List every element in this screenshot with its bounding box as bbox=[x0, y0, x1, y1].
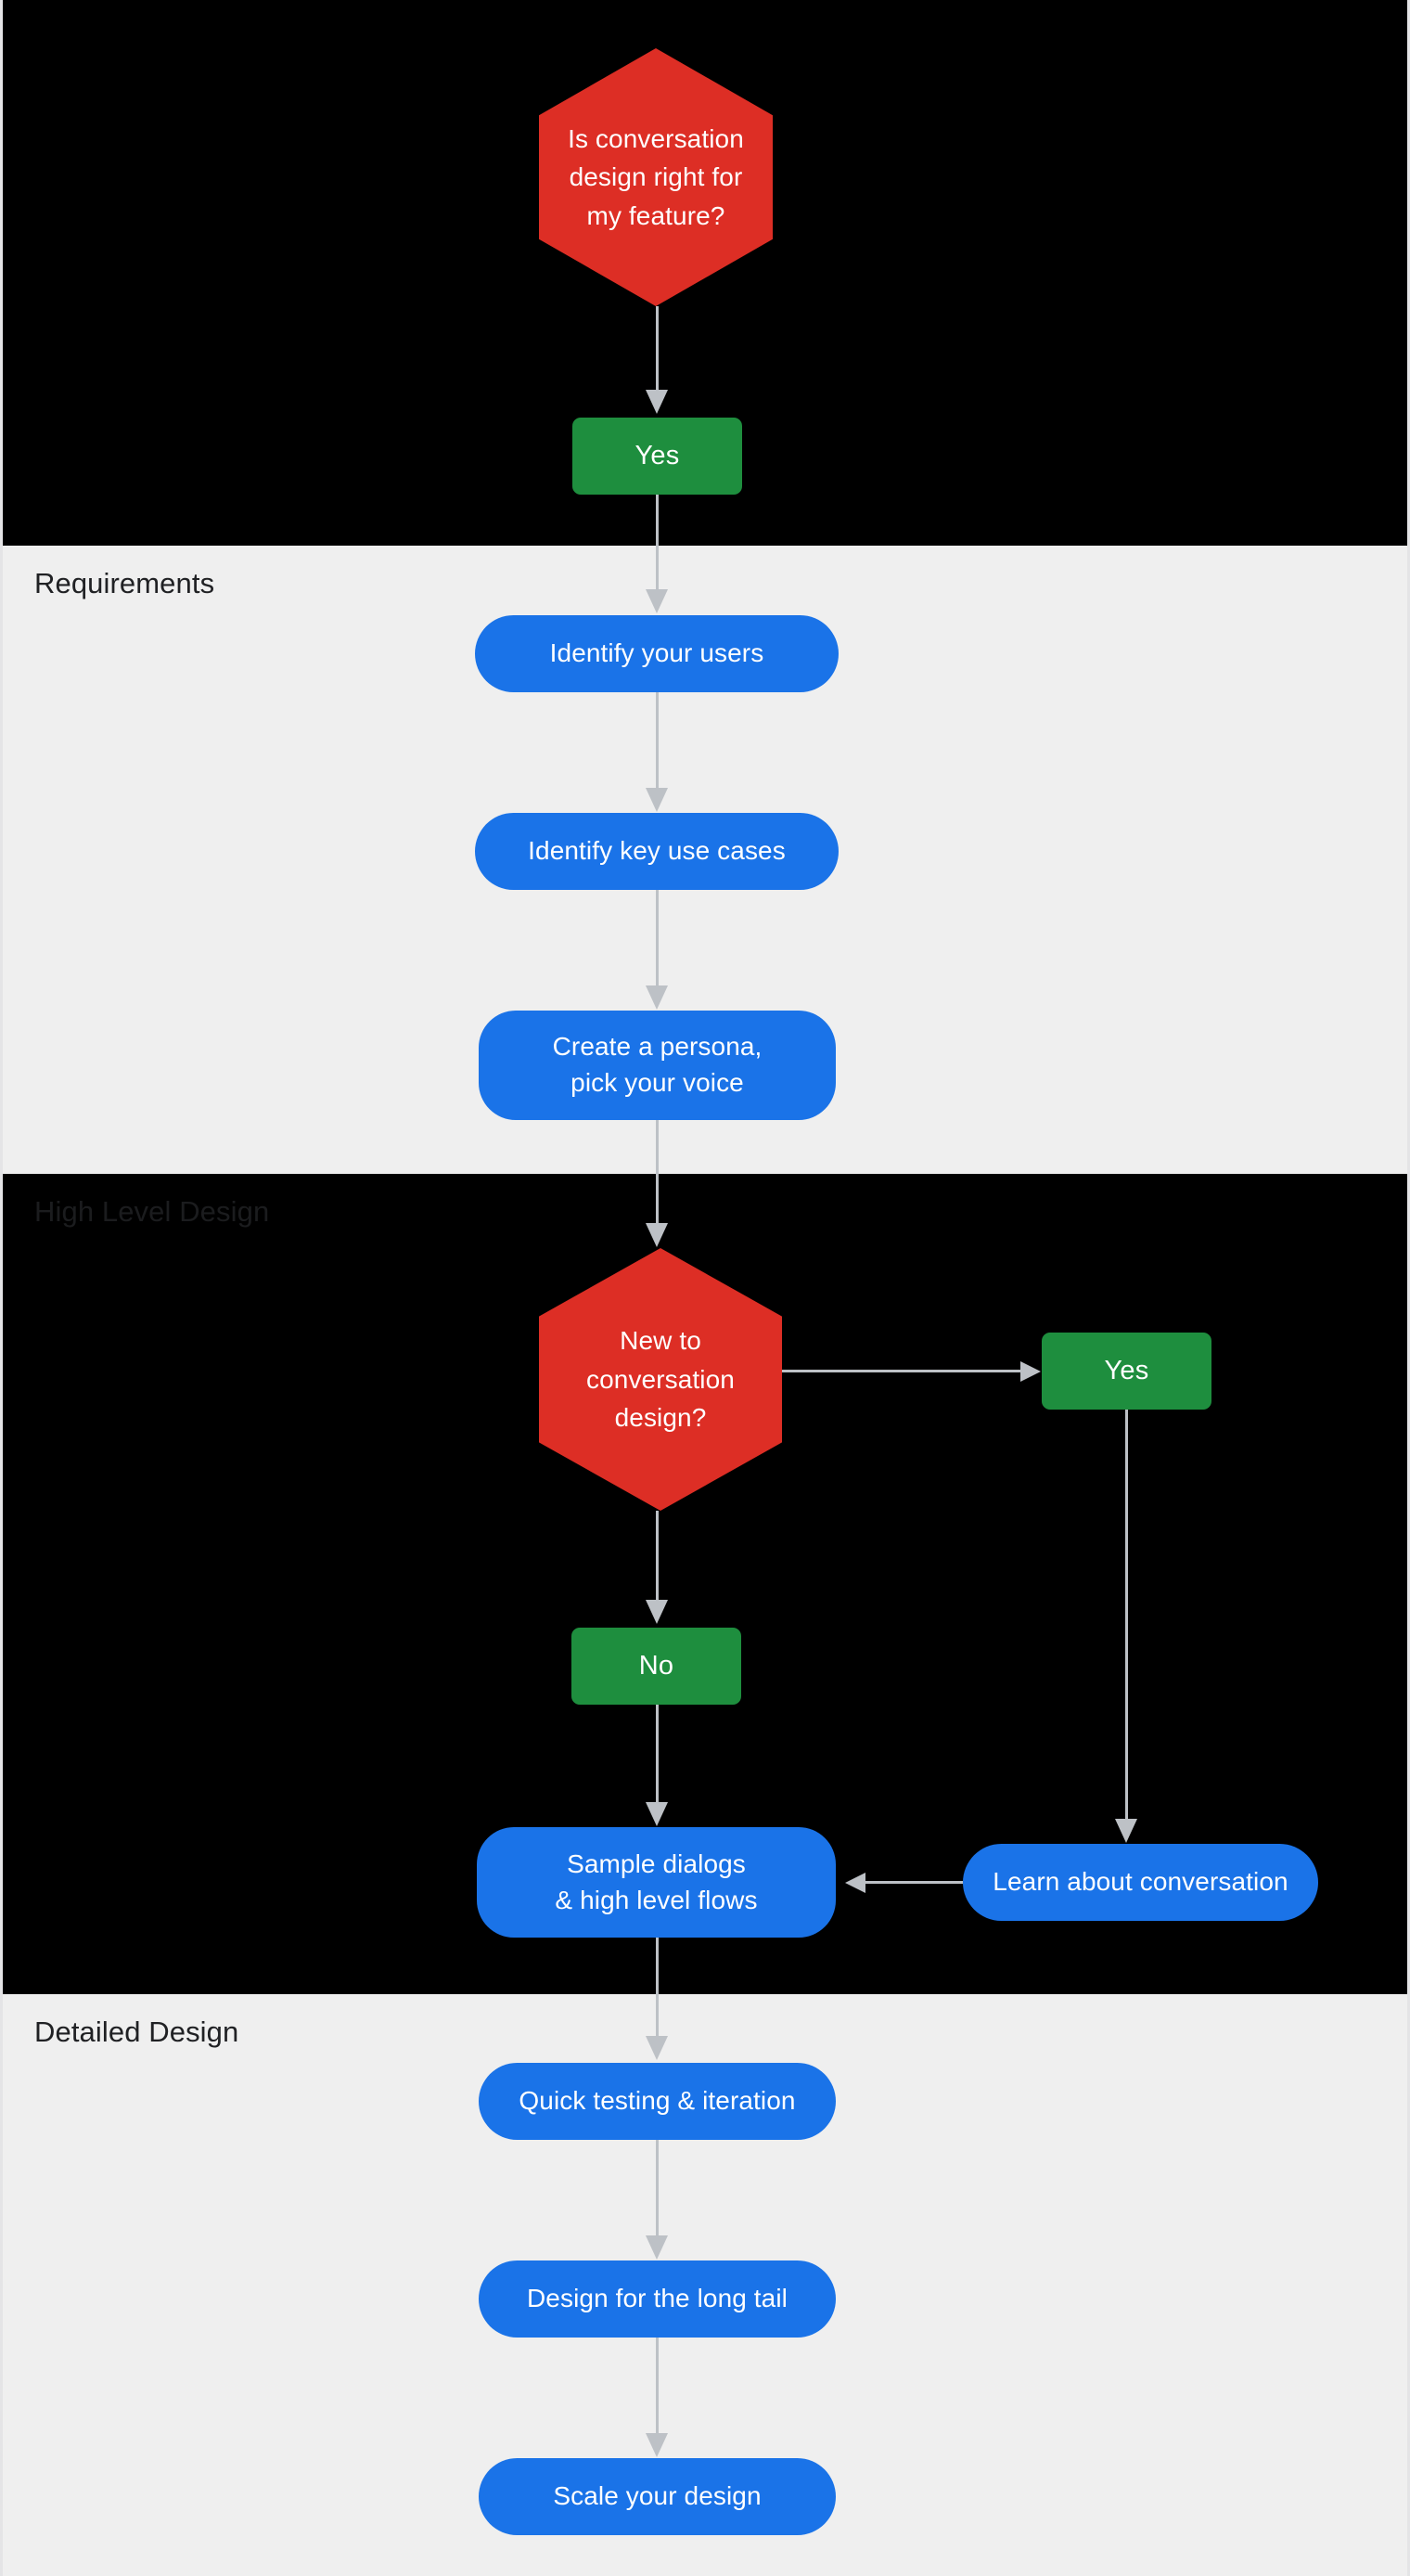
connector-line-learn-sample-dialogs bbox=[865, 1881, 963, 1884]
connector-line-decision2-no bbox=[656, 1511, 659, 1602]
decision-2-line-2: conversation bbox=[586, 1364, 735, 1394]
action-identify-key-use-cases[interactable]: Identify key use cases bbox=[475, 813, 839, 890]
connector-arrow-no-sample-dialogs bbox=[646, 1802, 668, 1826]
connector-line-yes1-identify-users bbox=[656, 495, 659, 591]
answer-yes-second-label: Yes bbox=[1104, 1356, 1149, 1385]
connector-line-no-sample-dialogs bbox=[656, 1705, 659, 1804]
action-sample-dialogs-line-1: Sample dialogs bbox=[567, 1848, 746, 1878]
answer-yes-first[interactable]: Yes bbox=[572, 418, 742, 495]
connector-arrow-users-usecases bbox=[646, 788, 668, 812]
connector-arrow-quick-testing-long-tail bbox=[646, 2235, 668, 2260]
section-label-high-level-design: High Level Design bbox=[34, 1195, 270, 1228]
connector-arrow-decision2-no bbox=[646, 1600, 668, 1624]
action-sample-dialogs-high-level-flows[interactable]: Sample dialogs & high level flows bbox=[477, 1827, 836, 1938]
action-design-for-the-long-tail[interactable]: Design for the long tail bbox=[479, 2260, 836, 2338]
answer-yes-second[interactable]: Yes bbox=[1042, 1333, 1211, 1410]
answer-no[interactable]: No bbox=[571, 1628, 741, 1705]
decision-2-line-1: New to bbox=[620, 1326, 701, 1356]
answer-yes-first-label: Yes bbox=[634, 441, 680, 470]
connector-line-decision2-yes2 bbox=[782, 1370, 1023, 1372]
connector-line-long-tail-scale bbox=[656, 2338, 659, 2435]
connector-arrow-persona-decision2 bbox=[646, 1223, 668, 1247]
action-create-a-persona[interactable]: Create a persona, pick your voice bbox=[479, 1011, 836, 1120]
action-identify-your-users-label: Identify your users bbox=[549, 638, 764, 668]
connector-line-quick-testing-long-tail bbox=[656, 2140, 659, 2237]
connector-arrow-usecases-persona bbox=[646, 985, 668, 1010]
connector-line-yes2-learn bbox=[1125, 1410, 1128, 1821]
decision-1-line-2: design right for bbox=[569, 162, 743, 192]
connector-line-usecases-persona bbox=[656, 890, 659, 987]
connector-arrow-yes2-learn bbox=[1115, 1819, 1137, 1843]
section-label-detailed-design: Detailed Design bbox=[34, 2016, 239, 2048]
section-label-requirements: Requirements bbox=[34, 567, 215, 599]
connector-arrow-yes1-identify-users bbox=[646, 589, 668, 613]
connector-line-users-usecases bbox=[656, 692, 659, 790]
action-identify-key-use-cases-label: Identify key use cases bbox=[528, 836, 786, 866]
decision-1-line-3: my feature? bbox=[586, 200, 725, 230]
action-create-persona-line-1: Create a persona, bbox=[552, 1032, 763, 1062]
action-design-long-tail-label: Design for the long tail bbox=[526, 2284, 788, 2313]
connector-arrow-decision2-yes2 bbox=[1020, 1361, 1041, 1382]
action-scale-your-design[interactable]: Scale your design bbox=[479, 2458, 836, 2535]
connector-line-persona-decision2 bbox=[656, 1120, 659, 1225]
answer-no-label: No bbox=[638, 1651, 674, 1681]
connector-line-sample-dialogs-quick-testing bbox=[656, 1938, 659, 2038]
action-identify-your-users[interactable]: Identify your users bbox=[475, 615, 839, 692]
action-quick-testing-iteration-label: Quick testing & iteration bbox=[519, 2086, 796, 2116]
action-scale-your-design-label: Scale your design bbox=[553, 2481, 762, 2511]
action-create-persona-line-2: pick your voice bbox=[570, 1068, 744, 1097]
action-sample-dialogs-line-2: & high level flows bbox=[555, 1885, 758, 1914]
action-learn-about-conversation-label: Learn about conversation bbox=[993, 1867, 1288, 1897]
connector-line-decision1-yes1 bbox=[656, 306, 659, 392]
decision-1-line-1: Is conversation bbox=[568, 123, 744, 153]
connector-arrow-long-tail-scale bbox=[646, 2433, 668, 2457]
connector-arrow-sample-dialogs-quick-testing bbox=[646, 2036, 668, 2060]
action-quick-testing-iteration[interactable]: Quick testing & iteration bbox=[479, 2063, 836, 2140]
decision-2-line-3: design? bbox=[614, 1403, 707, 1433]
action-learn-about-conversation[interactable]: Learn about conversation bbox=[963, 1844, 1318, 1921]
connector-arrow-decision1-yes1 bbox=[646, 390, 668, 414]
connector-arrow-learn-sample-dialogs bbox=[845, 1873, 865, 1893]
